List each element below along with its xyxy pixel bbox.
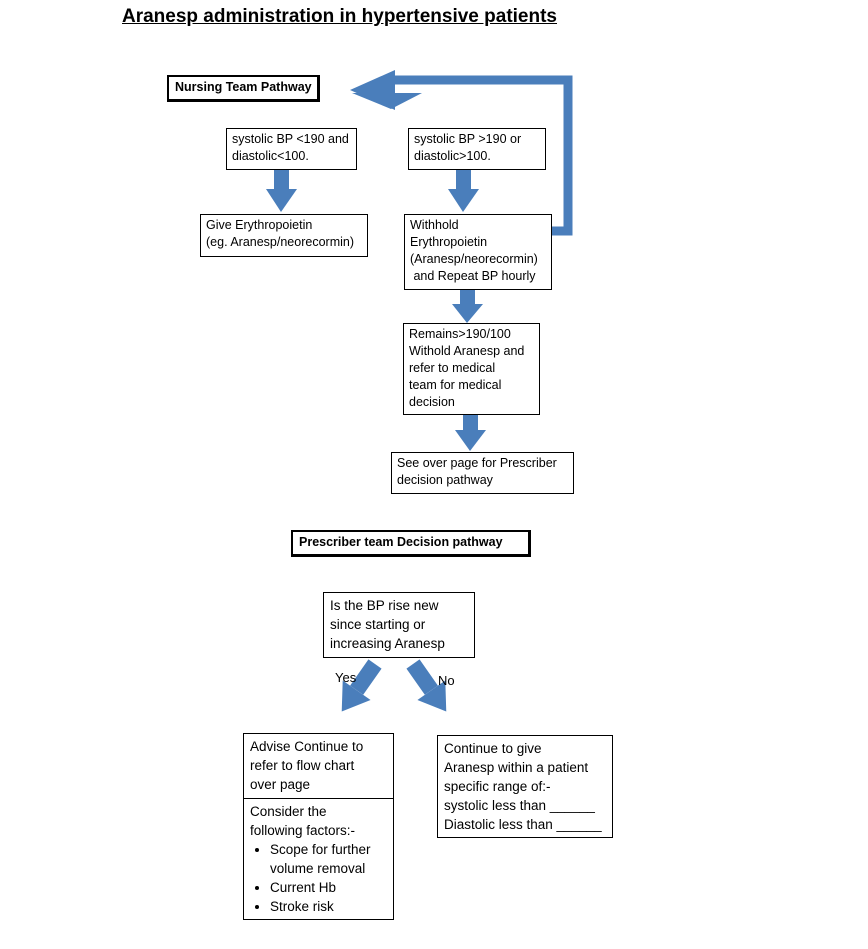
box-low-bp: systolic BP <190 and diastolic<100.	[226, 128, 357, 170]
text-line: Aranesp within a patient	[444, 760, 589, 775]
text-line: Erythropoietin	[410, 235, 488, 249]
text-line: Withold Aranesp and	[409, 344, 525, 358]
factor-list: Scope for further volume removal Current…	[250, 840, 387, 916]
box-advise-continue: Advise Continue to refer to flow chart o…	[243, 733, 394, 799]
prescriber-pathway-label: Prescriber team Decision pathway	[291, 530, 531, 557]
factor-item: Scope for further volume removal	[270, 840, 387, 878]
text-line: Remains>190/100	[409, 327, 511, 341]
text-line: Give Erythropoietin	[206, 218, 313, 232]
text-line: Withhold	[410, 218, 459, 232]
text-line: specific range of:-	[444, 779, 551, 794]
text-line: Advise Continue to	[250, 739, 364, 754]
text-line: diastolic>100.	[414, 149, 491, 163]
box-see-over-page: See over page for Prescriber decision pa…	[391, 452, 574, 494]
text-line: decision pathway	[397, 473, 493, 487]
feedback-loop-head	[350, 70, 395, 110]
factor-item: Current Hb	[270, 878, 387, 897]
nursing-pathway-label: Nursing Team Pathway	[167, 75, 320, 102]
text-line: Consider the	[250, 804, 327, 819]
text-line: diastolic<100.	[232, 149, 309, 163]
page-title: Aranesp administration in hypertensive p…	[122, 6, 557, 27]
box-remains: Remains>190/100 Withold Aranesp and refe…	[403, 323, 540, 415]
arrow-high-to-withhold	[448, 169, 479, 212]
text-line: Continue to give	[444, 741, 542, 756]
box-consider-factors: Consider the following factors:- Scope f…	[243, 798, 394, 920]
text-line: team for medical	[409, 378, 502, 392]
text-line: and Repeat BP hourly	[410, 269, 536, 283]
box-high-bp: systolic BP >190 or diastolic>100.	[408, 128, 546, 170]
box-bp-question: Is the BP rise new since starting or inc…	[323, 592, 475, 658]
text-line: since starting or	[330, 617, 426, 632]
text-line: Diastolic less than ______	[444, 817, 602, 832]
feedback-loop-arrow	[395, 75, 573, 236]
factor-item: Stroke risk	[270, 897, 387, 916]
text-line: refer to flow chart	[250, 758, 355, 773]
yes-label: Yes	[335, 670, 357, 685]
text-line: (Aranesp/neorecormin)	[410, 252, 538, 266]
text-line: systolic BP >190 or	[414, 132, 522, 146]
text-line: refer to medical	[409, 361, 496, 375]
text-line: Is the BP rise new	[330, 598, 439, 613]
box-continue-to-give: Continue to give Aranesp within a patien…	[437, 735, 613, 838]
arrow-remains-to-see-over	[455, 414, 486, 451]
text-line: decision	[409, 395, 455, 409]
arrow-no	[406, 659, 447, 712]
box-give-erythropoietin: Give Erythropoietin (eg. Aranesp/neoreco…	[200, 214, 368, 257]
arrow-withhold-to-remains	[452, 290, 483, 323]
arrow-yes	[341, 659, 382, 712]
box-withhold: Withhold Erythropoietin (Aranesp/neoreco…	[404, 214, 552, 290]
text-line: increasing Aranesp	[330, 636, 445, 651]
text-line: See over page for Prescriber	[397, 456, 557, 470]
text-line: systolic less than ______	[444, 798, 595, 813]
text-line: systolic BP <190 and	[232, 132, 349, 146]
no-label: No	[438, 673, 455, 688]
arrow-low-to-give	[266, 169, 297, 212]
text-line: over page	[250, 777, 311, 792]
text-line: (eg. Aranesp/neorecormin)	[206, 235, 354, 249]
text-line: following factors:-	[250, 823, 356, 838]
